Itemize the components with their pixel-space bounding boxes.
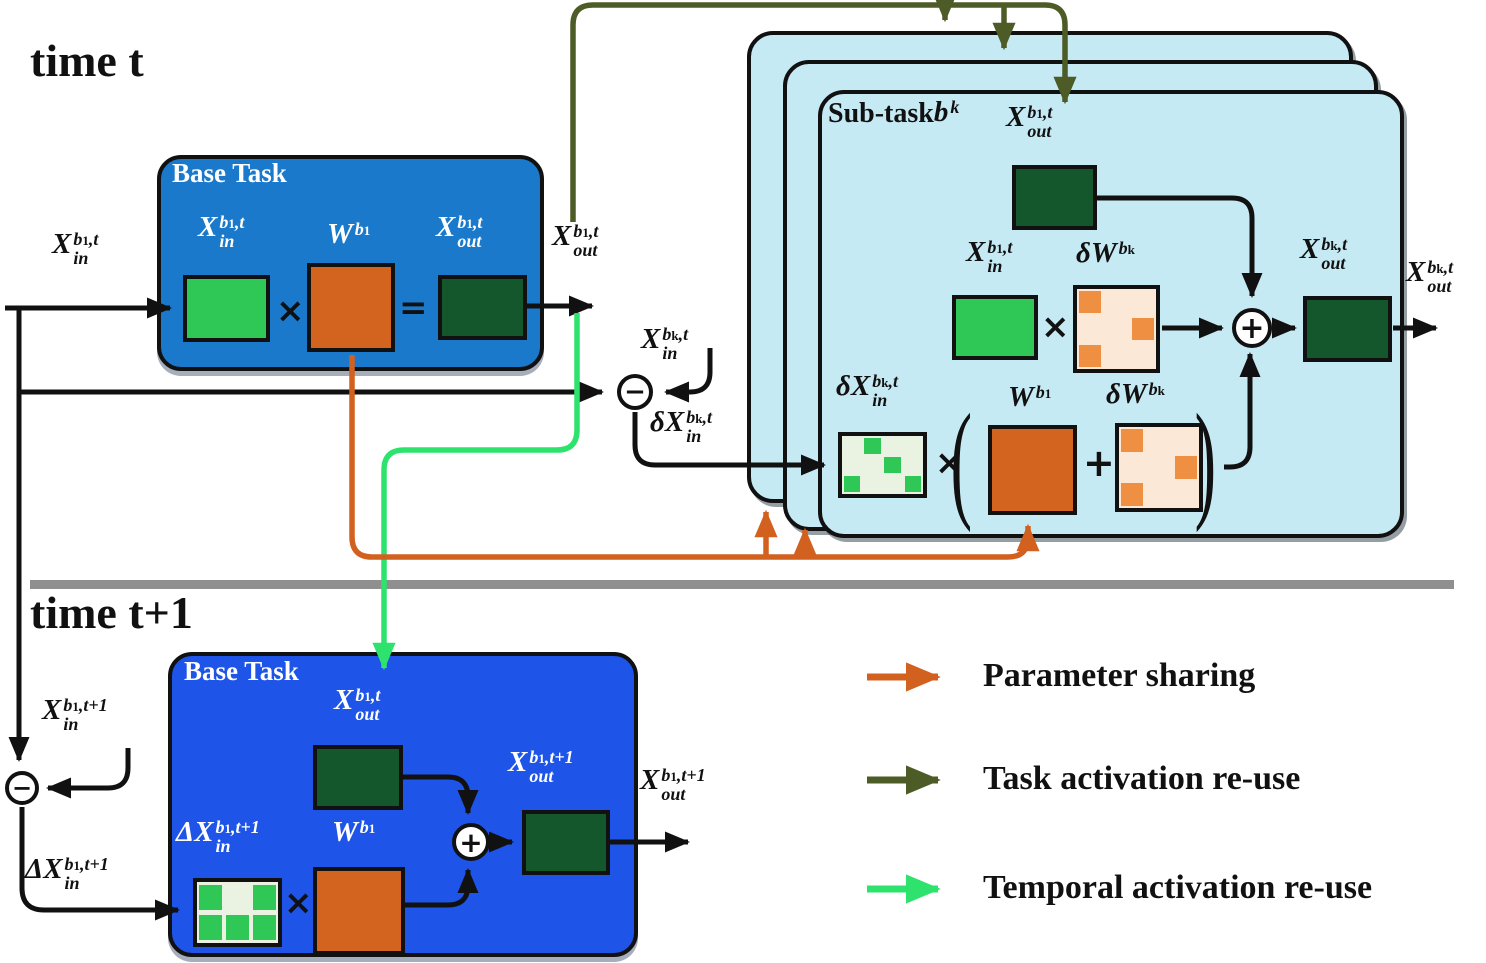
- matrix-filled-cell: [1079, 344, 1101, 367]
- bb-xout-b1t-square: [313, 745, 403, 810]
- times-operator-top: ×: [276, 291, 305, 331]
- time-divider-line: [30, 580, 1454, 589]
- legend-task-activation-label: Task activation re-use: [983, 760, 1301, 797]
- legend-temporal-activation-label: Temporal activation re-use: [983, 869, 1373, 906]
- matrix-filled-cell: [253, 915, 276, 941]
- xout-activation-square-top: [438, 275, 527, 340]
- matrix-filled-cell: [1174, 456, 1197, 479]
- st-xout-b1t-square: [1012, 165, 1097, 230]
- matrix-filled-cell: [1121, 429, 1144, 452]
- base-task-title-top: Base Task: [172, 158, 287, 188]
- times-operator-bottom: ×: [284, 883, 313, 923]
- add-node-bottom: +: [452, 823, 490, 861]
- section-title-time-t1: time t+1: [30, 587, 193, 638]
- matrix-filled-cell: [226, 915, 249, 941]
- st-dx-matrix: [838, 432, 927, 498]
- subtract-node-time-t1: −: [5, 771, 39, 805]
- st-w-square: [988, 425, 1077, 515]
- matrix-filled-cell: [904, 476, 922, 493]
- st-dw-matrix-lower: [1115, 423, 1203, 512]
- weight-square-top: [307, 263, 395, 352]
- matrix-filled-cell: [199, 884, 222, 910]
- paren-close: ): [1194, 388, 1217, 535]
- st-xout-bkt-square: [1303, 296, 1392, 362]
- matrix-filled-cell: [884, 457, 901, 473]
- matrix-filled-cell: [1121, 483, 1144, 506]
- add-node-subtask: +: [1232, 308, 1272, 348]
- equals-operator-top: =: [399, 288, 428, 328]
- matrix-filled-cell: [1079, 291, 1101, 314]
- legend-parameter-sharing-label: Parameter sharing: [983, 657, 1256, 694]
- bb-dx-matrix: [193, 878, 282, 947]
- arrow-xin-b1t1-into-subtract: [45, 748, 131, 799]
- section-title-time-t: time t: [30, 35, 144, 86]
- times-operator-st-upper: ×: [1041, 307, 1070, 347]
- base-task-title-bottom: Base Task: [184, 656, 299, 686]
- matrix-filled-cell: [843, 476, 861, 493]
- matrix-filled-cell: [253, 884, 276, 910]
- plus-operator-st: +: [1083, 441, 1115, 485]
- matrix-filled-cell: [864, 437, 881, 454]
- bb-xout-b1t1-square: [522, 810, 610, 875]
- st-dw-matrix-upper: [1073, 285, 1160, 373]
- st-xin-square: [952, 295, 1038, 360]
- matrix-filled-cell: [1132, 318, 1154, 340]
- subtask-title-text: Sub-task: [828, 98, 934, 129]
- xin-activation-square-top: [183, 275, 270, 342]
- subtract-node-time-t: −: [617, 374, 653, 410]
- paren-open: (: [950, 388, 973, 535]
- matrix-filled-cell: [199, 915, 222, 941]
- bb-w-square: [313, 867, 405, 955]
